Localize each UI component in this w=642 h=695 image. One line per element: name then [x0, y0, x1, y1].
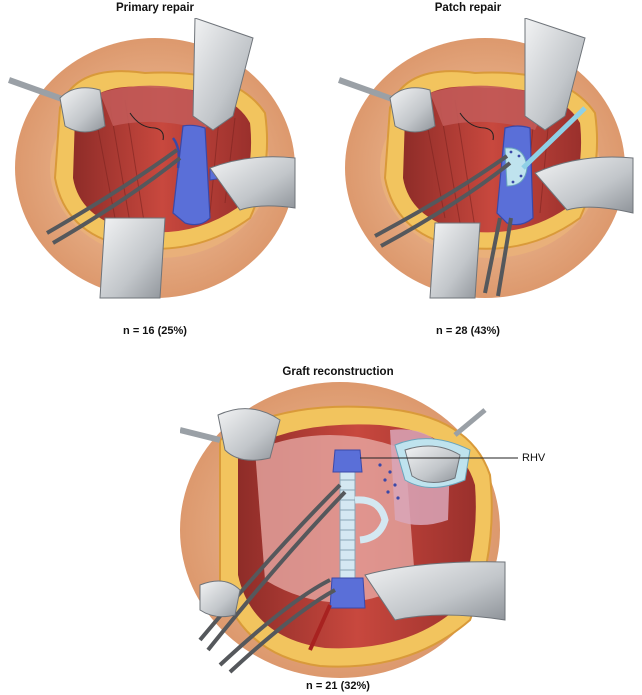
panel-title-graft-reconstruction: Graft reconstruction — [282, 366, 394, 378]
graft-reconstruction-illustration — [180, 380, 520, 680]
panel-count-patch-repair: n = 28 (43%) — [436, 325, 500, 337]
panel-count-primary-repair: n = 16 (25%) — [123, 325, 187, 337]
panel-title-primary-repair: Primary repair — [116, 2, 194, 14]
patch-repair-illustration — [335, 18, 635, 308]
rhv-label: RHV — [522, 452, 546, 464]
primary-repair-illustration — [5, 18, 300, 308]
panel-count-graft-reconstruction: n = 21 (32%) — [306, 680, 370, 692]
panel-title-patch-repair: Patch repair — [434, 2, 502, 14]
